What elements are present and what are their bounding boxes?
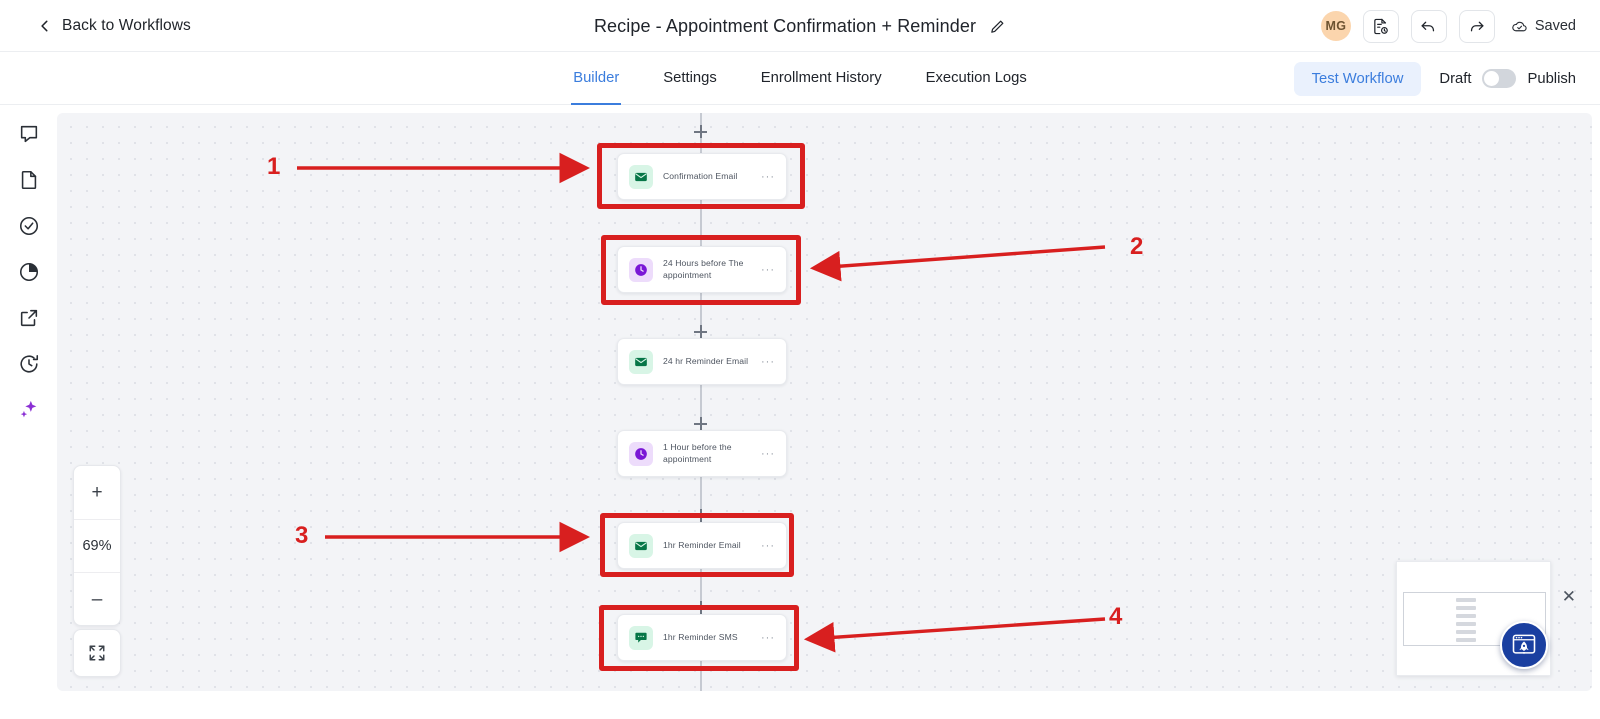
- save-status: Saved: [1511, 18, 1576, 35]
- chevron-left-icon: [41, 20, 48, 31]
- document-history-button[interactable]: [1362, 9, 1399, 43]
- undo-button[interactable]: [1410, 9, 1447, 43]
- header-actions: MG Saved: [1320, 0, 1576, 52]
- draft-label: Draft: [1439, 70, 1472, 87]
- workflow-node-label: 24 hr Reminder Email: [663, 355, 749, 366]
- check-circle-icon[interactable]: [18, 215, 40, 237]
- rocket-icon[interactable]: [1500, 621, 1548, 669]
- workflow-node-label: 1hr Reminder Email: [663, 539, 741, 550]
- external-link-icon[interactable]: [18, 307, 40, 329]
- avatar[interactable]: MG: [1320, 11, 1351, 41]
- document-history-icon: [1374, 18, 1389, 34]
- save-status-label: Saved: [1534, 18, 1576, 34]
- workflow-node[interactable]: 1 Hour before the appointment ···: [617, 430, 787, 477]
- undo-icon: [1421, 21, 1435, 31]
- annotation-number: 3: [295, 522, 309, 549]
- zoom-controls: + 69% –: [73, 465, 121, 626]
- file-icon[interactable]: [18, 169, 40, 191]
- add-step-button[interactable]: [694, 601, 707, 614]
- close-icon[interactable]: ✕: [1561, 587, 1576, 606]
- minimap-node-marker: [1456, 606, 1476, 610]
- minimap-node-markers: [1456, 598, 1476, 642]
- annotation-number: 2: [1130, 233, 1144, 260]
- mail-icon: [629, 164, 653, 189]
- fit-to-screen-button[interactable]: [73, 629, 121, 677]
- redo-button[interactable]: [1458, 9, 1495, 43]
- annotation-number: 1: [267, 153, 281, 180]
- node-menu-button[interactable]: ···: [761, 263, 775, 276]
- clock-icon: [629, 441, 653, 466]
- add-step-button[interactable]: [694, 325, 707, 338]
- workflow-canvas[interactable]: Confirmation Email ··· 24 Hours before T…: [57, 113, 1592, 691]
- publish-toggle-group: Draft Publish: [1439, 69, 1576, 88]
- workflow-node-label: 24 Hours before The appointment: [663, 257, 744, 280]
- mail-icon: [629, 349, 653, 374]
- zoom-in-button[interactable]: +: [74, 466, 120, 519]
- cloud-check-icon: [1512, 21, 1527, 31]
- pencil-icon[interactable]: [989, 18, 1006, 35]
- tab-enrollment-history[interactable]: Enrollment History: [760, 69, 882, 86]
- clock-icon: [629, 257, 653, 282]
- tab-bar: Builder Settings Enrollment History Exec…: [0, 52, 1600, 105]
- fit-screen-icon: [89, 645, 105, 661]
- page-title: Recipe - Appointment Confirmation + Remi…: [593, 15, 977, 36]
- zoom-level[interactable]: 69%: [74, 519, 120, 572]
- mail-icon: [629, 533, 653, 558]
- node-menu-button[interactable]: ···: [761, 447, 775, 460]
- left-rail: [0, 105, 57, 719]
- annotation-arrows: [297, 152, 1106, 653]
- test-workflow-button[interactable]: Test Workflow: [1293, 61, 1422, 96]
- zoom-in-label: +: [91, 482, 103, 503]
- tab-execution-logs[interactable]: Execution Logs: [925, 69, 1027, 86]
- workflow-node-label: Confirmation Email: [663, 170, 738, 181]
- redo-icon: [1471, 21, 1484, 31]
- annotation-number: 4: [1109, 603, 1123, 630]
- pie-chart-icon[interactable]: [18, 261, 40, 283]
- publish-toggle[interactable]: [1482, 69, 1517, 88]
- tab-settings[interactable]: Settings: [663, 69, 717, 86]
- node-menu-button[interactable]: ···: [761, 170, 775, 183]
- node-menu-button[interactable]: ···: [761, 539, 775, 552]
- zoom-out-label: –: [91, 588, 103, 610]
- sms-icon: [629, 625, 653, 650]
- tab-bar-actions: Test Workflow Draft Publish: [1293, 52, 1576, 105]
- tab-builder[interactable]: Builder: [571, 52, 622, 105]
- workflow-node[interactable]: Confirmation Email ···: [617, 153, 787, 200]
- tab-list: Builder Settings Enrollment History Exec…: [0, 52, 1600, 105]
- clock-history-icon[interactable]: [18, 353, 40, 375]
- minimap-node-marker: [1456, 614, 1476, 618]
- publish-label: Publish: [1527, 70, 1576, 87]
- minimap-panel[interactable]: [1396, 561, 1551, 676]
- node-menu-button[interactable]: ···: [761, 631, 775, 644]
- workflow-node-label: 1hr Reminder SMS: [663, 631, 738, 642]
- add-step-button[interactable]: [694, 125, 707, 138]
- minimap-node-marker: [1456, 638, 1476, 642]
- back-to-workflows-button[interactable]: Back to Workflows: [38, 17, 191, 35]
- back-to-workflows-label: Back to Workflows: [62, 16, 191, 34]
- workflow-node[interactable]: 24 hr Reminder Email ···: [617, 338, 787, 385]
- node-menu-button[interactable]: ···: [761, 355, 775, 368]
- add-step-button[interactable]: [694, 509, 707, 522]
- minimap-node-marker: [1456, 630, 1476, 634]
- workflow-node[interactable]: 1hr Reminder Email ···: [617, 522, 787, 569]
- minimap-node-marker: [1456, 622, 1476, 626]
- workflow-node-label: 1 Hour before the appointment: [663, 441, 732, 464]
- add-step-button[interactable]: [694, 417, 707, 430]
- zoom-out-button[interactable]: –: [74, 572, 120, 625]
- workflow-node[interactable]: 24 Hours before The appointment ···: [617, 246, 787, 293]
- sparkle-ai-icon[interactable]: [18, 399, 40, 421]
- minimap-node-marker: [1456, 598, 1476, 602]
- top-header: Back to Workflows Recipe - Appointment C…: [0, 0, 1600, 52]
- comment-icon[interactable]: [18, 123, 40, 145]
- workflow-node[interactable]: 1hr Reminder SMS ···: [617, 614, 787, 661]
- toggle-knob: [1484, 71, 1500, 86]
- connector-line: [700, 113, 702, 691]
